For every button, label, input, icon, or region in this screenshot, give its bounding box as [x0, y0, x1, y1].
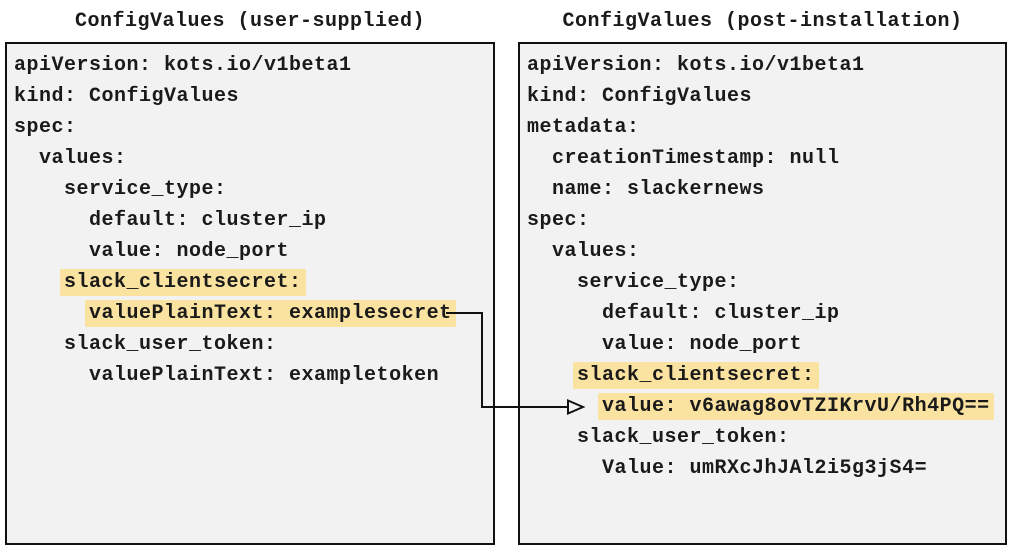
indent-spaces [14, 302, 89, 325]
code-text: apiVersion: kots.io/v1beta1 [527, 54, 865, 77]
post-installation-panel: ConfigValues (post-installation) apiVers… [518, 10, 1007, 545]
code-text: Value: umRXcJhJAl2i5g3jS4= [602, 457, 928, 480]
code-line: metadata: [527, 112, 998, 143]
code-text: kind: ConfigValues [14, 85, 240, 108]
post-installation-panel-title: ConfigValues (post-installation) [562, 10, 963, 33]
code-line: spec: [527, 205, 998, 236]
code-text: creationTimestamp: null [552, 147, 840, 170]
code-line: value: node_port [14, 236, 486, 267]
user-supplied-panel-title: ConfigValues (user-supplied) [74, 10, 426, 33]
code-text: service_type: [577, 271, 740, 294]
post-installation-code-box: apiVersion: kots.io/v1beta1 kind: ConfigV… [518, 42, 1007, 545]
code-line: kind: ConfigValues [527, 81, 998, 112]
indent-spaces [527, 302, 602, 325]
code-text: slack_user_token: [577, 426, 790, 449]
code-line: valuePlainText: exampletoken [14, 360, 486, 391]
code-line: slack_user_token: [527, 422, 998, 453]
code-text: value: node_port [602, 333, 803, 356]
code-line: spec: [14, 112, 486, 143]
indent-spaces [14, 178, 64, 201]
user-supplied-code-box: apiVersion: kots.io/v1beta1 kind: ConfigV… [5, 42, 495, 545]
code-text: value: node_port [89, 240, 290, 263]
code-line: valuePlainText: examplesecret [14, 298, 486, 329]
code-line: default: cluster_ip [14, 205, 486, 236]
code-line: name: slackernews [527, 174, 998, 205]
indent-spaces [14, 364, 89, 387]
indent-spaces [527, 426, 577, 449]
code-text: name: slackernews [552, 178, 765, 201]
code-text: valuePlainText: exampletoken [89, 364, 440, 387]
code-line: default: cluster_ip [527, 298, 998, 329]
code-text: slack_user_token: [64, 333, 277, 356]
highlighted-code-text: slack_clientsecret: [60, 269, 306, 296]
code-text: metadata: [527, 116, 640, 139]
code-text: default: cluster_ip [602, 302, 840, 325]
highlighted-code-text: slack_clientsecret: [573, 362, 819, 389]
code-line: service_type: [14, 174, 486, 205]
code-text: apiVersion: kots.io/v1beta1 [14, 54, 352, 77]
highlighted-code-text: valuePlainText: examplesecret [85, 300, 456, 327]
code-line: kind: ConfigValues [14, 81, 486, 112]
indent-spaces [14, 240, 89, 263]
indent-spaces [527, 271, 577, 294]
indent-spaces [14, 333, 64, 356]
code-line: service_type: [527, 267, 998, 298]
code-text: default: cluster_ip [89, 209, 327, 232]
code-line: values: [527, 236, 998, 267]
indent-spaces [14, 271, 64, 294]
indent-spaces [527, 457, 602, 480]
code-line: Value: umRXcJhJAl2i5g3jS4= [527, 453, 998, 484]
code-line: value: v6awag8ovTZIKrvU/Rh4PQ== [527, 391, 998, 422]
code-line: apiVersion: kots.io/v1beta1 [14, 50, 486, 81]
code-line: slack_user_token: [14, 329, 486, 360]
user-supplied-panel: ConfigValues (user-supplied) apiVersion:… [5, 10, 495, 545]
indent-spaces [527, 364, 577, 387]
code-text: spec: [14, 116, 77, 139]
code-line: value: node_port [527, 329, 998, 360]
code-text: spec: [527, 209, 590, 232]
highlighted-code-text: value: v6awag8ovTZIKrvU/Rh4PQ== [598, 393, 994, 420]
code-line: slack_clientsecret: [14, 267, 486, 298]
code-line: creationTimestamp: null [527, 143, 998, 174]
indent-spaces [14, 209, 89, 232]
code-line: values: [14, 143, 486, 174]
code-text: kind: ConfigValues [527, 85, 753, 108]
indent-spaces [527, 333, 602, 356]
code-line: slack_clientsecret: [527, 360, 998, 391]
code-line: apiVersion: kots.io/v1beta1 [527, 50, 998, 81]
code-text: service_type: [64, 178, 227, 201]
indent-spaces [527, 395, 602, 418]
code-text: values: [39, 147, 127, 170]
code-text: values: [552, 240, 640, 263]
